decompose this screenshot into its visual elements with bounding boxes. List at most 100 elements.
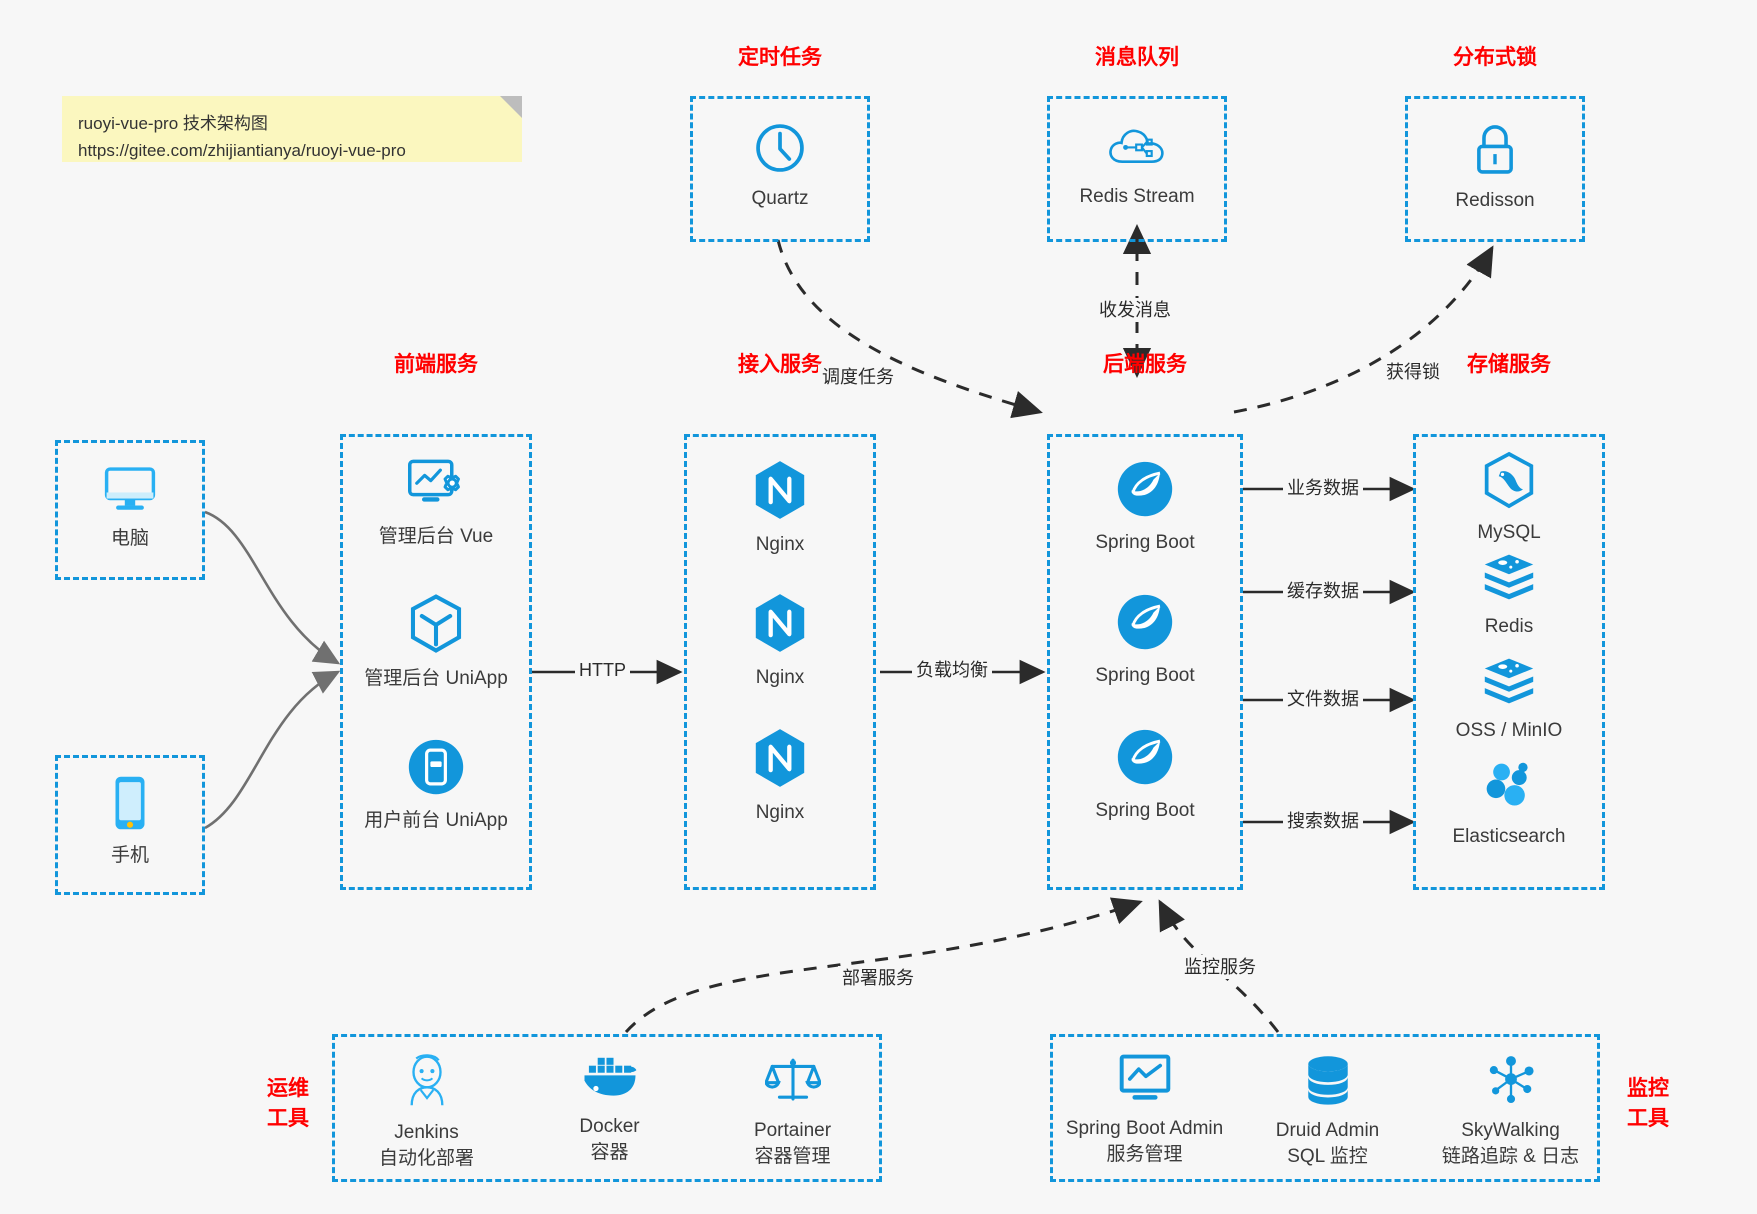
group-box-monitor: Spring Boot Admin 服务管理 Druid Admin SQL 监… xyxy=(1050,1034,1600,1182)
group-title-scheduler: 定时任务 xyxy=(738,46,822,69)
node-spring-boot-2[interactable]: Spring Boot xyxy=(1050,592,1240,689)
jenkins-butler-icon xyxy=(400,1053,454,1114)
node-label: Spring Boot xyxy=(1095,532,1195,553)
docker-whale-icon xyxy=(581,1053,639,1108)
edge-label-file-data: 文件数据 xyxy=(1283,687,1363,711)
node-label: 管理后台 UniApp xyxy=(364,668,508,689)
group-title-frontend: 前端服务 xyxy=(394,353,478,376)
node-sublabel: 容器管理 xyxy=(754,1146,831,1167)
edge-label-acquire: 获得锁 xyxy=(1382,360,1444,384)
node-quartz[interactable]: Quartz xyxy=(693,121,867,212)
edge-label-biz-data: 业务数据 xyxy=(1283,476,1363,500)
group-box-mq: Redis Stream xyxy=(1047,96,1227,242)
nginx-icon xyxy=(753,459,807,526)
node-label: Docker xyxy=(579,1116,640,1137)
clock-icon xyxy=(753,121,807,180)
node-label: Redis Stream xyxy=(1079,186,1195,207)
edge-label-send-recv: 收发消息 xyxy=(1095,298,1175,322)
edge-label-http: HTTP xyxy=(575,658,630,682)
redis-stack-icon xyxy=(1481,655,1537,712)
edge-label-deploy: 部署服务 xyxy=(838,966,918,990)
edge-label-cache-data: 缓存数据 xyxy=(1283,579,1363,603)
node-label: Redis xyxy=(1484,616,1534,637)
client-box-phone: 手机 xyxy=(55,755,205,895)
node-label: Redisson xyxy=(1455,190,1535,211)
client-box-desktop: 电脑 xyxy=(55,440,205,580)
phone-icon xyxy=(110,774,150,837)
node-redisson[interactable]: Redisson xyxy=(1408,121,1582,214)
node-label: Nginx xyxy=(755,802,805,823)
group-title-monitor-line2: 工具 xyxy=(1627,1107,1669,1130)
node-label: Nginx xyxy=(755,534,805,555)
node-label: Spring Boot xyxy=(1095,665,1195,686)
node-sublabel: 服务管理 xyxy=(1106,1144,1183,1165)
group-title-gateway: 接入服务 xyxy=(738,353,822,376)
desktop-icon xyxy=(101,463,159,520)
spring-leaf-icon xyxy=(1115,459,1175,524)
node-spring-boot-3[interactable]: Spring Boot xyxy=(1050,727,1240,824)
group-title-storage: 存储服务 xyxy=(1467,353,1551,376)
redis-stack-icon xyxy=(1481,551,1537,608)
node-label: Jenkins xyxy=(394,1122,459,1143)
node-nginx-1[interactable]: Nginx xyxy=(687,459,873,558)
node-redis[interactable]: Redis xyxy=(1416,551,1602,640)
group-title-monitor-line1: 监控 xyxy=(1627,1077,1669,1100)
node-spring-boot-admin[interactable]: Spring Boot Admin 服务管理 xyxy=(1053,1053,1236,1168)
node-sublabel: 自动化部署 xyxy=(378,1148,474,1169)
group-box-gateway: Nginx Nginx Nginx xyxy=(684,434,876,890)
node-label: 电脑 xyxy=(110,528,149,549)
group-title-lock: 分布式锁 xyxy=(1453,46,1537,69)
edge-label-observe: 监控服务 xyxy=(1180,955,1260,979)
node-label: Elasticsearch xyxy=(1452,826,1566,847)
group-box-lock: Redisson xyxy=(1405,96,1585,242)
node-mysql[interactable]: MySQL xyxy=(1416,451,1602,546)
node-admin-vue[interactable]: 管理后台 Vue xyxy=(343,457,529,550)
node-label: 用户前台 UniApp xyxy=(364,810,508,831)
lock-icon xyxy=(1469,121,1521,182)
group-box-backend: Spring Boot Spring Boot Spring Boot xyxy=(1047,434,1243,890)
monitor-gear-icon xyxy=(405,457,467,518)
node-label: Druid Admin xyxy=(1275,1120,1380,1141)
group-box-scheduler: Quartz xyxy=(690,96,870,242)
group-box-frontend: 管理后台 Vue 管理后台 UniApp 用户前台 UniApp xyxy=(340,434,532,890)
node-nginx-3[interactable]: Nginx xyxy=(687,727,873,826)
mysql-dolphin-icon xyxy=(1482,451,1536,514)
node-label: SkyWalking xyxy=(1461,1120,1560,1141)
node-spring-boot-1[interactable]: Spring Boot xyxy=(1050,459,1240,556)
note-line-url: https://gitee.com/zhijiantianya/ruoyi-vu… xyxy=(78,141,406,160)
group-title-mq: 消息队列 xyxy=(1095,46,1179,69)
node-label: Portainer xyxy=(753,1120,832,1141)
node-admin-uniapp[interactable]: 管理后台 UniApp xyxy=(343,593,529,692)
node-oss-minio[interactable]: OSS / MinIO xyxy=(1416,655,1602,744)
node-sublabel: 容器 xyxy=(590,1142,629,1163)
node-label: 手机 xyxy=(110,845,149,866)
cube-icon xyxy=(407,593,465,660)
skywalking-icon xyxy=(1483,1053,1539,1112)
elasticsearch-icon xyxy=(1481,759,1537,818)
node-druid-admin[interactable]: Druid Admin SQL 监控 xyxy=(1236,1053,1419,1170)
node-phone[interactable]: 手机 xyxy=(58,774,202,869)
node-portainer[interactable]: Portainer 容器管理 xyxy=(701,1053,884,1170)
node-jenkins[interactable]: Jenkins 自动化部署 xyxy=(335,1053,518,1172)
node-label: Nginx xyxy=(755,667,805,688)
node-skywalking[interactable]: SkyWalking 链路追踪 & 日志 xyxy=(1419,1053,1602,1170)
node-redis-stream[interactable]: Redis Stream xyxy=(1050,121,1224,210)
node-nginx-2[interactable]: Nginx xyxy=(687,592,873,691)
node-label: OSS / MinIO xyxy=(1455,720,1563,741)
node-sublabel: 链路追踪 & 日志 xyxy=(1441,1146,1580,1167)
spring-leaf-icon xyxy=(1115,727,1175,792)
group-title-backend: 后端服务 xyxy=(1103,353,1187,376)
scales-icon xyxy=(763,1053,822,1112)
node-desktop[interactable]: 电脑 xyxy=(58,463,202,552)
node-user-uniapp[interactable]: 用户前台 UniApp xyxy=(343,737,529,834)
node-elasticsearch[interactable]: Elasticsearch xyxy=(1416,759,1602,850)
node-label: Spring Boot Admin xyxy=(1065,1118,1224,1139)
node-docker[interactable]: Docker 容器 xyxy=(518,1053,701,1166)
edge-label-schedule: 调度任务 xyxy=(818,365,898,389)
nginx-icon xyxy=(753,727,807,794)
group-box-storage: MySQL Redis xyxy=(1413,434,1605,890)
group-title-ops-line2: 工具 xyxy=(267,1107,309,1130)
note-line-title: ruoyi-vue-pro 技术架构图 xyxy=(78,114,268,133)
edge-label-lb: 负载均衡 xyxy=(912,658,992,682)
